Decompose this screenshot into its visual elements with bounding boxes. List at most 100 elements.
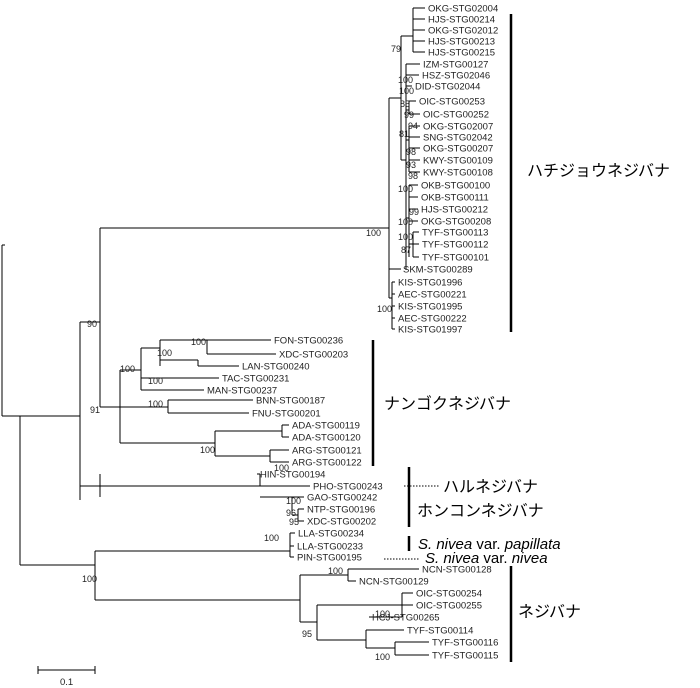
tip-label: KIS-STG01995 [398, 302, 462, 313]
nivea-species: S. nivea [425, 550, 479, 567]
tip-label: SNG-STG02042 [423, 133, 493, 144]
group-label-haru: ハルネジバナ [443, 477, 538, 496]
tip-label: OKG-STG02007 [423, 122, 493, 133]
tip-label: OKG-STG00207 [423, 144, 493, 155]
bootstrap-value: 96 [286, 508, 296, 518]
tip-label: KWY-STG00109 [423, 156, 493, 167]
tip-label: HJS-STG00213 [428, 37, 495, 48]
tip-label: NCN-STG00128 [422, 565, 492, 576]
bootstrap-value: 100 [375, 652, 390, 662]
bootstrap-value: 81 [399, 129, 409, 139]
tip-label: TAC-STG00231 [222, 374, 289, 385]
tip-label: NCN-STG00129 [359, 577, 429, 588]
bootstrap-value: 100 [398, 75, 413, 85]
tip-label: ARG-STG00121 [292, 446, 362, 457]
tip-label: TYF-STG00116 [432, 638, 498, 649]
tip-label: OIC-STG00253 [419, 97, 485, 108]
bootstrap-value: 100 [148, 376, 163, 386]
bootstrap-value: 91 [90, 405, 100, 415]
tip-label: HJS-STG00214 [428, 15, 495, 26]
nivea-name: nivea [512, 550, 548, 567]
tip-label: TYF-STG00101 [422, 253, 489, 264]
tip-label: ADA-STG00119 [292, 421, 360, 432]
group-label-nangoku: ナンゴクネジバナ [384, 394, 511, 413]
bootstrap-value: 100 [200, 445, 215, 455]
tip-label: BNN-STG00187 [256, 396, 325, 407]
bootstrap-value: 100 [328, 566, 343, 576]
bootstrap-value: 100 [157, 348, 172, 358]
tip-label: KWY-STG00108 [423, 168, 493, 179]
scale-bar-label: 0.1 [60, 677, 73, 688]
tip-label: AEC-STG00222 [398, 314, 467, 325]
tip-label: OKB-STG00111 [421, 193, 489, 204]
tip-label: PIN-STG00195 [297, 553, 362, 564]
tip-label: KIS-STG01996 [398, 278, 462, 289]
tip-label: TYF-STG00113 [422, 228, 488, 239]
bootstrap-value: 85 [400, 99, 410, 109]
tip-label: TYF-STG00114 [407, 626, 473, 637]
bootstrap-value: 100 [286, 496, 301, 506]
tip-label: XDC-STG00202 [307, 517, 376, 528]
tip-label: LLA-STG00233 [297, 542, 363, 553]
tip-label: HJS-STG00212 [421, 205, 488, 216]
bootstrap-value: 90 [87, 319, 97, 329]
tip-label: KIS-STG01997 [398, 325, 462, 336]
tip-label: OIC-STG00254 [416, 589, 482, 600]
tip-label: HCJ-STG00265 [372, 613, 440, 624]
bootstrap-value: 100 [120, 364, 135, 374]
tip-label: OIC-STG00255 [416, 601, 482, 612]
tip-label: NTP-STG00196 [307, 505, 375, 516]
tip-label: LAN-STG00240 [242, 362, 310, 373]
group-label-honkon: ホンコンネジバナ [417, 501, 544, 520]
tip-label: AEC-STG00221 [398, 290, 467, 301]
tip-label: XDC-STG00203 [279, 350, 348, 361]
bootstrap-value: 95 [302, 629, 312, 639]
bootstrap-value: 100 [191, 337, 206, 347]
bootstrap-value: 100 [375, 609, 390, 619]
tip-label: ARG-STG00122 [292, 458, 362, 469]
tip-label: MAN-STG00237 [207, 386, 277, 397]
clade-bars [371, 14, 513, 662]
bootstrap-value: 98 [408, 171, 418, 181]
bootstrap-value: 100 [148, 399, 163, 409]
tip-label: GAO-STG00242 [307, 493, 377, 504]
group-label-hachijo: ハチジョウネジバナ [527, 161, 670, 180]
bootstrap-value: 79 [391, 44, 401, 54]
bootstrap-value: 98 [406, 147, 416, 157]
dotted-leaders [384, 485, 440, 560]
tip-label: TYF-STG00115 [432, 651, 498, 662]
nivea-variety: var. [479, 550, 512, 567]
bootstrap-value: 87 [401, 245, 411, 255]
tip-label: OKB-STG00100 [421, 181, 490, 192]
tip-label: SKM-STG00289 [403, 265, 473, 276]
tip-label: OIC-STG00252 [423, 110, 489, 121]
bootstrap-value: 100 [398, 184, 413, 194]
tip-label: OKG-STG02012 [428, 26, 498, 37]
papillata-name: papillata [504, 536, 561, 553]
bootstrap-labels: 7910010099858194989398100991008710010010… [82, 44, 419, 662]
tip-label: FNU-STG00201 [252, 409, 321, 420]
bootstrap-value: 100 [398, 232, 413, 242]
bootstrap-value: 100 [366, 228, 381, 238]
tip-label: OKG-STG02004 [428, 4, 498, 15]
bootstrap-value: 100 [398, 217, 413, 227]
tip-label: DID-STG02044 [415, 82, 480, 93]
group-label-nejibana: ネジバナ [518, 602, 581, 621]
group-label-papillata: S. nivea var. papillata [418, 536, 561, 553]
bootstrap-value: 95 [289, 517, 299, 527]
bootstrap-value: 100 [82, 574, 97, 584]
bootstrap-value: 100 [377, 304, 392, 314]
group-label-nivea: S. nivea var. nivea [425, 550, 548, 567]
tip-label: FON-STG00236 [274, 336, 343, 347]
tree-branches [1, 7, 429, 656]
bootstrap-value: 100 [274, 463, 289, 473]
papillata-species: S. nivea [418, 536, 472, 553]
bootstrap-value: 100 [264, 533, 279, 543]
tip-label: PHO-STG00243 [313, 482, 383, 493]
tip-labels: OKG-STG02004HJS-STG00214OKG-STG02012HJS-… [207, 4, 498, 662]
bootstrap-value: 93 [406, 160, 416, 170]
bootstrap-value: 100 [399, 86, 414, 96]
tip-label: IZM-STG00127 [423, 60, 488, 71]
tip-label: LLA-STG00234 [298, 529, 364, 540]
